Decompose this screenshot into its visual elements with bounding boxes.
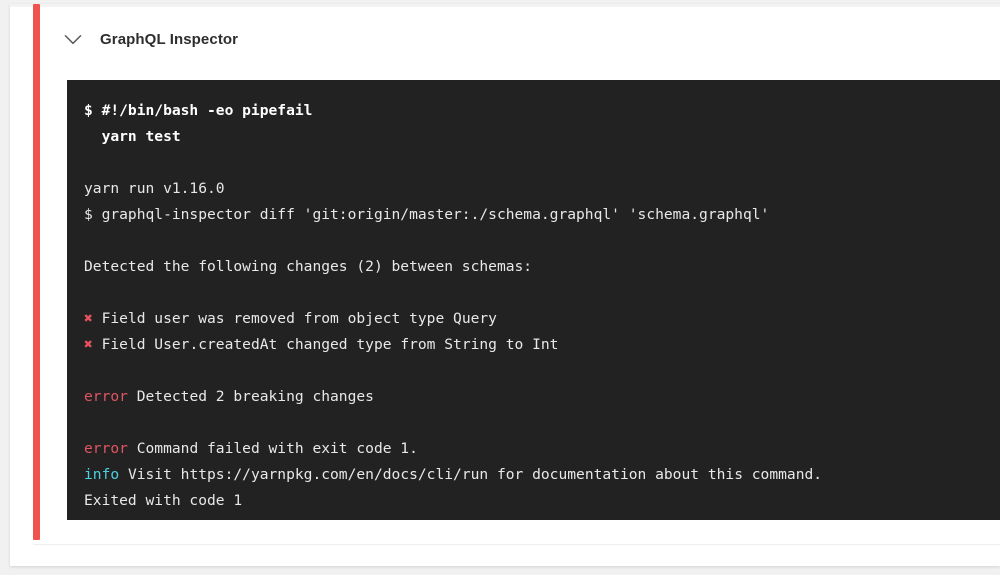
terminal-line: error Command failed with exit code 1. [84, 436, 1000, 462]
terminal-line: Detected the following changes (2) betwe… [84, 254, 1000, 280]
info-message: Visit https://yarnpkg.com/en/docs/cli/ru… [119, 466, 823, 483]
breaking-change-x-icon: ✖ [84, 336, 93, 353]
breaking-change-x-icon: ✖ [84, 310, 93, 327]
error-label: error [84, 388, 128, 405]
info-label: info [84, 466, 120, 483]
terminal-line: ✖ Field User.createdAt changed type from… [84, 332, 1000, 358]
terminal-line: yarn run v1.16.0 [84, 176, 1000, 202]
terminal-line: $ #!/bin/bash -eo pipefail [84, 98, 1000, 124]
terminal-output-text: Detected the following changes (2) betwe… [84, 258, 533, 275]
terminal-output-text: yarn run v1.16.0 [84, 180, 225, 197]
card-footer [10, 545, 1000, 566]
terminal-output[interactable]: $ #!/bin/bash -eo pipefail yarn test yar… [67, 80, 1000, 520]
error-label: error [84, 440, 128, 457]
terminal-line [84, 358, 1000, 384]
terminal-line: info Visit https://yarnpkg.com/en/docs/c… [84, 462, 1000, 488]
footer-divider [33, 544, 1000, 545]
error-message: Detected 2 breaking changes [127, 388, 374, 405]
terminal-line: $ graphql-inspector diff 'git:origin/mas… [84, 202, 1000, 228]
job-status-bar [33, 4, 40, 540]
breaking-change-text: Field User.createdAt changed type from S… [92, 336, 559, 353]
terminal-command-text: $ #!/bin/bash -eo pipefail [84, 102, 313, 119]
terminal-line [84, 228, 1000, 254]
job-header[interactable]: GraphQL Inspector [60, 20, 238, 58]
terminal-line [84, 280, 1000, 306]
error-message: Command failed with exit code 1. [127, 440, 418, 457]
terminal-line: ✖ Field user was removed from object typ… [84, 306, 1000, 332]
terminal-lines: $ #!/bin/bash -eo pipefail yarn test yar… [67, 80, 1000, 520]
terminal-output-text: Exited with code 1 [84, 492, 243, 509]
job-title: GraphQL Inspector [100, 30, 239, 48]
terminal-line [84, 410, 1000, 436]
terminal-line: error Detected 2 breaking changes [84, 384, 1000, 410]
card-top-divider [10, 4, 1000, 7]
breaking-change-text: Field user was removed from object type … [92, 310, 497, 327]
terminal-output-text: $ graphql-inspector diff 'git:origin/mas… [84, 206, 770, 223]
terminal-command-text: yarn test [84, 128, 181, 145]
terminal-line [84, 150, 1000, 176]
job-log-card: GraphQL Inspector $ #!/bin/bash -eo pipe… [10, 4, 1000, 566]
chevron-down-icon[interactable] [60, 26, 86, 52]
terminal-line: Exited with code 1 [84, 488, 1000, 514]
terminal-line: yarn test [84, 124, 1000, 150]
